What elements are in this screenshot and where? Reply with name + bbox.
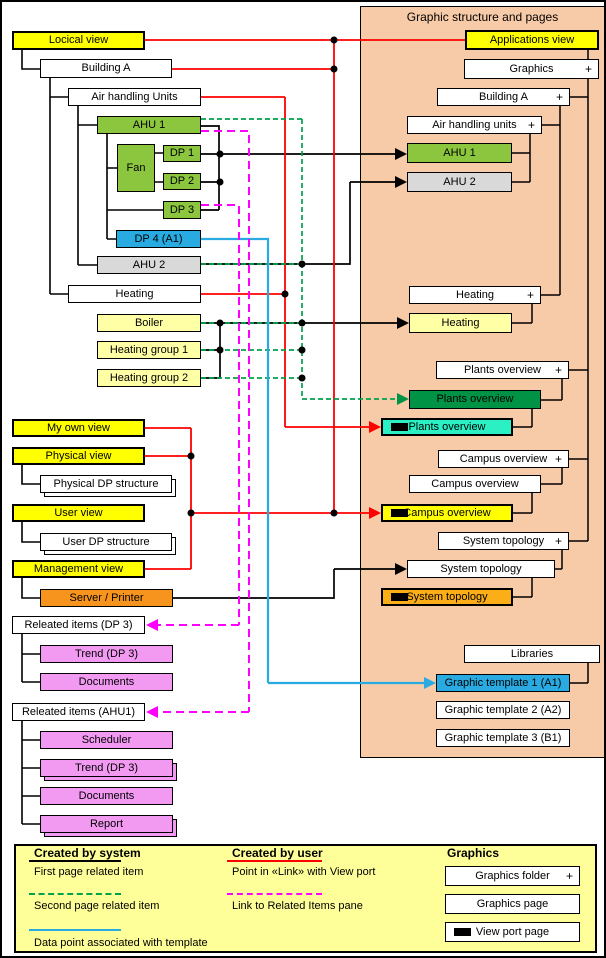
plus-sign: + bbox=[526, 288, 534, 302]
node-graphics-folder-root: Graphics+ bbox=[464, 59, 599, 79]
node-plants-overview-folder: Plants overview+ bbox=[436, 361, 569, 379]
node-physical-view: Physical view bbox=[12, 447, 145, 465]
plus-sign: + bbox=[584, 62, 592, 76]
node-management-view: Management view bbox=[12, 560, 145, 578]
node-campus-overview-folder: Campus overview+ bbox=[438, 450, 569, 468]
magenta-dashed-lines bbox=[157, 130, 250, 713]
node-releated-items-ahu1: Releated items (AHU1) bbox=[12, 703, 145, 721]
left-tree-lines bbox=[21, 50, 163, 825]
node-server-printer: Server / Printer bbox=[40, 589, 173, 607]
green-dashed-lines bbox=[201, 118, 398, 400]
node-dp1: DP 1 bbox=[163, 145, 201, 162]
node-system-topology-viewport: System topology bbox=[381, 588, 513, 606]
legend-heading-graphics: Graphics bbox=[447, 846, 500, 860]
legend-graphics-folder-sample: Graphics folder+ bbox=[445, 866, 580, 886]
legend-graphics-page-sample: Graphics page bbox=[445, 894, 580, 914]
right-tree-lines bbox=[512, 50, 589, 684]
legend-heading-created-by-user: Created by user bbox=[232, 846, 323, 860]
node-building-a: Building A bbox=[40, 59, 172, 78]
plus-sign: + bbox=[555, 90, 563, 104]
cyan-template-line bbox=[201, 237, 425, 685]
node-graphic-template-3: Graphic template 3 (B1) bbox=[436, 729, 570, 747]
node-system-topology-folder: System topology+ bbox=[438, 532, 569, 550]
node-scheduler: Scheduler bbox=[40, 731, 173, 749]
node-my-own-view: My own view bbox=[12, 419, 145, 437]
node-heating-folder: Heating+ bbox=[409, 286, 541, 304]
node-libraries: Libraries bbox=[464, 645, 600, 663]
magenta-arrowheads bbox=[146, 619, 158, 718]
junction-dots bbox=[187, 36, 338, 517]
node-system-topology-page: System topology bbox=[407, 560, 555, 578]
panel-title: Graphic structure and pages bbox=[406, 10, 559, 24]
view-port-icon bbox=[391, 423, 408, 431]
legend-label-link-to-related: Link to Related Items pane bbox=[232, 900, 363, 912]
node-trend-dp3: Trend (DP 3) bbox=[40, 645, 173, 663]
node-campus-overview-viewport: Campus overview bbox=[381, 504, 513, 522]
view-port-icon bbox=[391, 509, 408, 517]
node-ahu2-page: AHU 2 bbox=[407, 172, 512, 192]
plus-sign: + bbox=[554, 534, 562, 548]
node-boiler: Boiler bbox=[97, 314, 201, 332]
node-heating: Heating bbox=[68, 285, 201, 303]
legend-line-black bbox=[29, 860, 121, 862]
node-building-a-folder: Building A+ bbox=[437, 88, 570, 106]
node-report: Report bbox=[40, 815, 173, 833]
node-graphic-template-1: Graphic template 1 (A1) bbox=[436, 674, 570, 692]
legend-heading-created-by-system: Created by system bbox=[34, 846, 141, 860]
node-releated-items-dp3: Releated items (DP 3) bbox=[12, 616, 145, 634]
node-documents-2: Documents bbox=[40, 787, 173, 805]
node-plants-overview-page: Plants overview bbox=[409, 390, 541, 409]
node-graphic-template-2: Graphic template 2 (A2) bbox=[436, 701, 570, 719]
legend-line-cyan bbox=[29, 929, 121, 931]
node-ahu1-page: AHU 1 bbox=[407, 143, 512, 163]
node-dp2: DP 2 bbox=[163, 173, 201, 190]
node-dp3: DP 3 bbox=[163, 201, 201, 219]
node-campus-overview-page: Campus overview bbox=[409, 475, 541, 493]
red-arrowheads bbox=[369, 421, 381, 519]
legend-label-first-page: First page related item bbox=[34, 866, 144, 878]
legend-line-magenta-dashed bbox=[227, 893, 322, 895]
legend-label-second-page: Second page related item bbox=[34, 900, 160, 912]
node-air-handling-units: Air handling Units bbox=[68, 88, 201, 106]
node-ahu1: AHU 1 bbox=[97, 116, 201, 134]
plus-sign: + bbox=[554, 363, 562, 377]
node-documents: Documents bbox=[40, 673, 173, 691]
node-air-handling-units-folder: Air handling units+ bbox=[407, 116, 542, 134]
plus-sign: + bbox=[554, 452, 562, 466]
node-physical-dp-structure: Physical DP structure bbox=[40, 475, 172, 493]
node-locical-view: Locical view bbox=[12, 31, 145, 50]
black-arrowheads bbox=[395, 148, 409, 575]
plus-sign: + bbox=[527, 118, 535, 132]
red-link-lines bbox=[145, 39, 465, 570]
legend-line-red bbox=[227, 860, 322, 862]
plus-sign: + bbox=[565, 869, 573, 883]
node-trend-dp3-2: Trend (DP 3) bbox=[40, 759, 173, 777]
node-fan: Fan bbox=[117, 144, 155, 192]
node-applications-view: Applications view bbox=[465, 30, 599, 50]
legend-label-point-in-link: Point in «Link» with View port bbox=[232, 866, 376, 878]
node-heating-group-2: Heating group 2 bbox=[97, 369, 201, 387]
node-plants-overview-viewport: Plants overview bbox=[381, 418, 513, 436]
cyan-arrowhead bbox=[424, 677, 436, 689]
node-dp4: DP 4 (A1) bbox=[116, 230, 201, 248]
legend-view-port-page-sample: View port page bbox=[445, 922, 580, 942]
green-arrowhead bbox=[397, 393, 409, 405]
legend-label-data-point-template: Data point associated with template bbox=[34, 937, 208, 949]
legend-line-green-dashed bbox=[29, 893, 121, 895]
node-ahu2: AHU 2 bbox=[97, 256, 201, 274]
node-heating-page: Heating bbox=[409, 313, 512, 333]
node-heating-group-1: Heating group 1 bbox=[97, 341, 201, 359]
node-user-dp-structure: User DP structure bbox=[40, 533, 172, 551]
view-port-icon bbox=[454, 928, 471, 936]
node-user-view: User view bbox=[12, 504, 145, 522]
view-port-icon bbox=[391, 593, 408, 601]
